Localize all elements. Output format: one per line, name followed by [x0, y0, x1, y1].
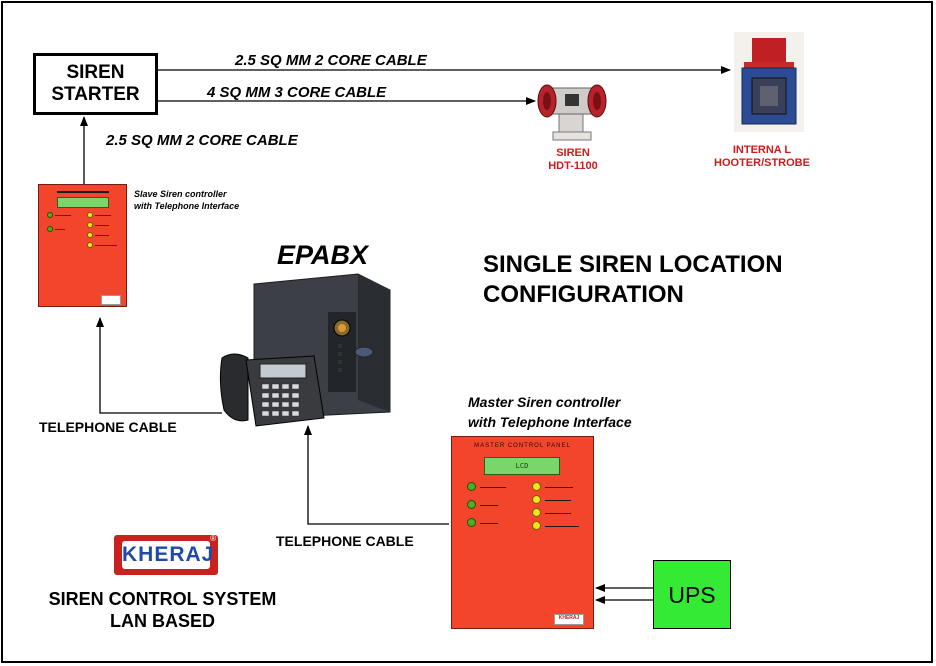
telephone-cable-bottom — [304, 425, 449, 525]
siren-icon — [537, 84, 607, 141]
kheraj-logo: KHERAJ ® — [114, 534, 218, 575]
slave-led — [87, 212, 93, 218]
hooter-strobe-icon — [734, 32, 804, 132]
master-brand-badge: KHERAJ — [554, 614, 584, 625]
system-title: SIREN CONTROL SYSTEM LAN BASED — [25, 588, 300, 632]
master-led-green — [467, 482, 476, 491]
slave-led — [47, 226, 53, 232]
siren-caption: SIREN HDT-1100 — [533, 147, 613, 173]
configuration-title-line2: CONFIGURATION — [483, 281, 684, 308]
slave-led — [87, 242, 93, 248]
kheraj-logo-text: KHERAJ — [122, 541, 213, 569]
master-lcd: LCD — [484, 457, 560, 475]
master-title-line1: Master Siren controller — [468, 394, 621, 410]
siren-starter-box: SIREN STARTER — [33, 53, 158, 115]
slave-title-line1: Slave Siren controller — [134, 189, 227, 199]
epabx-title: EPABX — [277, 240, 369, 270]
slave-controller-title: Slave Siren controller with Telephone In… — [134, 188, 239, 212]
epabx-telephone-icon — [219, 273, 391, 427]
siren-starter-line1: SIREN — [66, 62, 125, 83]
slave-brand-badge — [101, 295, 121, 305]
slave-led — [87, 222, 93, 228]
slave-led — [87, 232, 93, 238]
master-led-yellow — [532, 521, 541, 530]
registered-mark: ® — [210, 534, 216, 543]
ups-box: UPS — [653, 560, 731, 629]
cable-label-top: 2.5 SQ MM 2 CORE CABLE — [235, 52, 427, 69]
siren-starter-line2: STARTER — [51, 84, 140, 105]
master-panel-header: MASTER CONTROL PANEL — [474, 443, 571, 449]
hooter-caption: INTERNA L HOOTER/STROBE — [707, 144, 817, 170]
telephone-cable-left — [96, 317, 222, 414]
master-led-yellow — [532, 482, 541, 491]
hooter-caption-line1: INTERNA L — [732, 144, 792, 156]
slave-led — [47, 212, 53, 218]
system-title-line1: SIREN CONTROL SYSTEM — [48, 589, 277, 609]
telephone-cable-label-bottom: TELEPHONE CABLE — [276, 533, 414, 549]
master-led-green — [467, 500, 476, 509]
configuration-title-line1: SINGLE SIREN LOCATION — [483, 251, 783, 278]
system-title-line2: LAN BASED — [109, 611, 215, 631]
master-title-line2: with Telephone Interface — [468, 414, 632, 430]
slave-lcd — [57, 197, 109, 208]
master-led-yellow — [532, 508, 541, 517]
siren-caption-line2: HDT-1100 — [548, 160, 598, 172]
telephone-cable-label-left: TELEPHONE CABLE — [39, 419, 177, 435]
configuration-title: SINGLE SIREN LOCATION CONFIGURATION — [483, 250, 783, 310]
siren-caption-line1: SIREN — [556, 147, 590, 159]
cable-label-middle: 4 SQ MM 3 CORE CABLE — [207, 84, 387, 101]
slave-controller-panel — [38, 184, 127, 307]
master-controller-title: Master Siren controller with Telephone I… — [468, 392, 632, 432]
hooter-caption-line2: HOOTER/STROBE — [714, 157, 810, 169]
slave-title-line2: with Telephone Interface — [134, 201, 240, 211]
master-controller-panel: MASTER CONTROL PANEL LCD KHERAJ — [451, 436, 594, 629]
cable-label-lower: 2.5 SQ MM 2 CORE CABLE — [106, 132, 298, 149]
master-led-yellow — [532, 495, 541, 504]
master-led-green — [467, 518, 476, 527]
